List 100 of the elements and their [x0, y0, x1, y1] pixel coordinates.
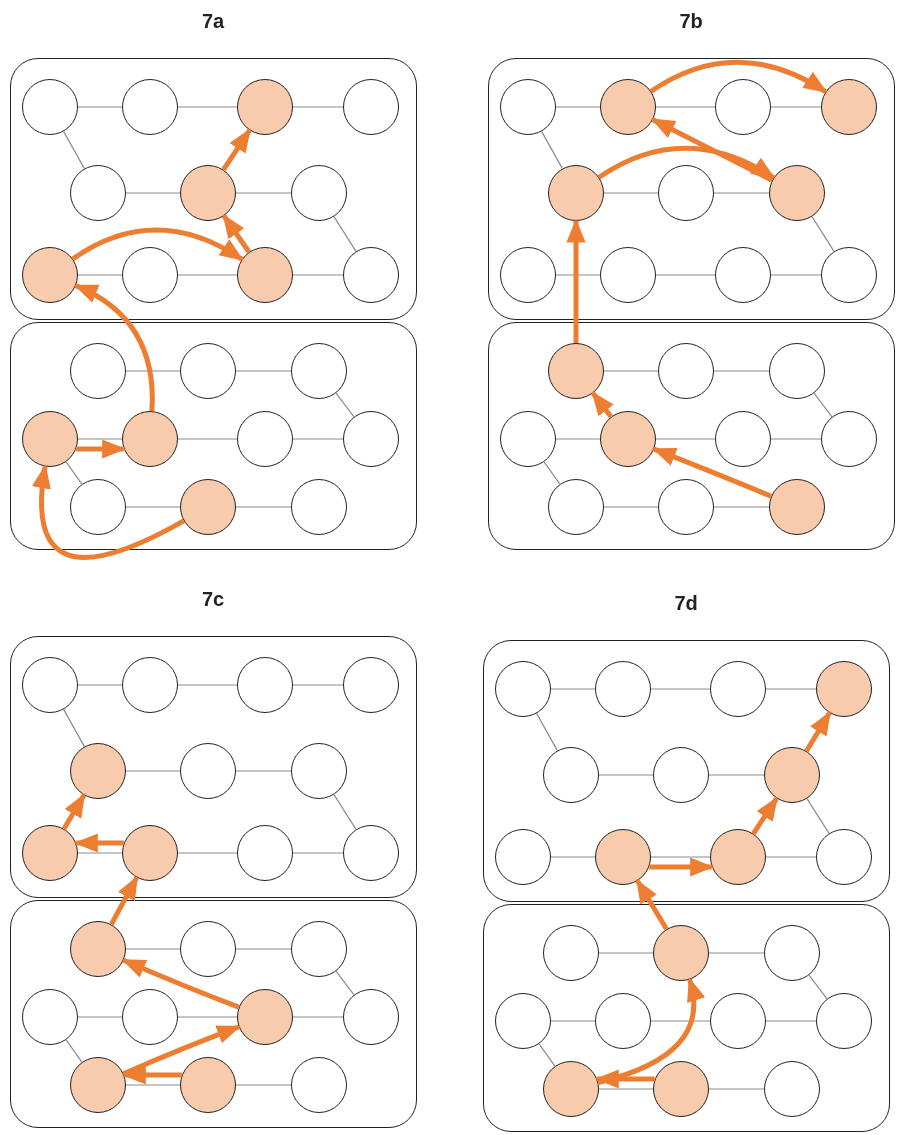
arrow — [649, 59, 828, 94]
connector-line — [655, 106, 716, 108]
highlighted-circle — [237, 989, 293, 1045]
highlighted-circle — [22, 825, 78, 881]
connector-line — [713, 506, 770, 508]
circle-node — [180, 921, 236, 977]
circle-node — [543, 747, 599, 803]
connector-line — [765, 856, 817, 858]
connector-line — [765, 688, 817, 690]
circle-node — [70, 165, 126, 221]
connector-line — [536, 712, 558, 752]
circle-node — [343, 411, 399, 467]
connector-line — [63, 130, 85, 170]
panel-title: 7c — [202, 588, 225, 611]
circle-node — [291, 743, 347, 799]
arrow — [221, 214, 252, 254]
connector-line — [235, 370, 292, 372]
circle-node — [543, 925, 599, 981]
arrow — [76, 439, 127, 459]
highlighted-circle — [70, 1057, 126, 1113]
circle-node — [658, 479, 714, 535]
connector-line — [713, 370, 770, 372]
circle-node — [343, 657, 399, 713]
connector-line — [555, 274, 601, 276]
circle-node — [764, 925, 820, 981]
connector-line — [655, 438, 716, 440]
connector-line — [65, 461, 83, 485]
rounded-panel — [483, 904, 890, 1132]
circle-node — [291, 165, 347, 221]
highlighted-circle — [180, 1057, 236, 1113]
circle-node — [291, 1057, 347, 1113]
connector-line — [125, 948, 181, 950]
arrow — [650, 117, 774, 183]
connector-line — [125, 1084, 181, 1086]
circle-node — [291, 921, 347, 977]
circle-node — [658, 343, 714, 399]
connector-line — [598, 774, 654, 776]
connector-line — [335, 970, 355, 996]
connector-line — [335, 392, 355, 418]
circle-node — [816, 829, 872, 885]
circle-node — [548, 479, 604, 535]
arrow — [597, 977, 705, 1085]
connector-line — [177, 106, 238, 108]
arrow — [566, 218, 586, 343]
connector-line — [292, 438, 344, 440]
connector-line — [235, 770, 292, 772]
circle-node — [122, 79, 178, 135]
circle-node — [500, 79, 556, 135]
connector-line — [550, 688, 596, 690]
connector-line — [813, 392, 833, 418]
arrow — [635, 878, 669, 931]
connector-line — [650, 688, 711, 690]
connector-line — [708, 774, 765, 776]
highlighted-circle — [180, 479, 236, 535]
circle-node — [595, 993, 651, 1049]
arrow — [73, 833, 124, 853]
connector-line — [603, 192, 659, 194]
circle-node — [122, 247, 178, 303]
circle-node — [715, 79, 771, 135]
connector-line — [603, 370, 659, 372]
circle-node — [343, 247, 399, 303]
highlighted-circle — [70, 743, 126, 799]
connector-line — [603, 506, 659, 508]
arrow — [651, 446, 773, 499]
connector-line — [555, 438, 601, 440]
connector-line — [235, 948, 292, 950]
circle-node — [658, 165, 714, 221]
arrow — [649, 857, 715, 877]
circle-node — [22, 989, 78, 1045]
panel-title: 7b — [679, 10, 703, 33]
panel-title: 7d — [674, 592, 698, 615]
connector-line — [77, 274, 123, 276]
connector-line — [292, 684, 344, 686]
connector-line — [541, 130, 563, 170]
connector-line — [177, 438, 238, 440]
connector-line — [555, 106, 601, 108]
circle-node — [237, 825, 293, 881]
highlighted-circle — [122, 825, 178, 881]
arrow — [122, 1024, 242, 1076]
highlighted-circle — [769, 165, 825, 221]
highlighted-circle — [595, 829, 651, 885]
connector-line — [650, 1020, 711, 1022]
highlighted-circle — [653, 1061, 709, 1117]
rounded-panel — [488, 322, 895, 550]
circle-node — [343, 825, 399, 881]
circle-node — [343, 989, 399, 1045]
circle-node — [769, 343, 825, 399]
circle-node — [710, 661, 766, 717]
circle-node — [122, 657, 178, 713]
arrow — [804, 710, 832, 753]
circle-node — [500, 247, 556, 303]
connector-line — [770, 106, 822, 108]
arrow — [597, 145, 776, 180]
highlighted-circle — [816, 661, 872, 717]
connector-line — [598, 1088, 654, 1090]
connector-line — [235, 506, 292, 508]
highlighted-circle — [22, 411, 78, 467]
circle-node — [653, 747, 709, 803]
circle-node — [122, 989, 178, 1045]
connector-line — [63, 708, 85, 748]
